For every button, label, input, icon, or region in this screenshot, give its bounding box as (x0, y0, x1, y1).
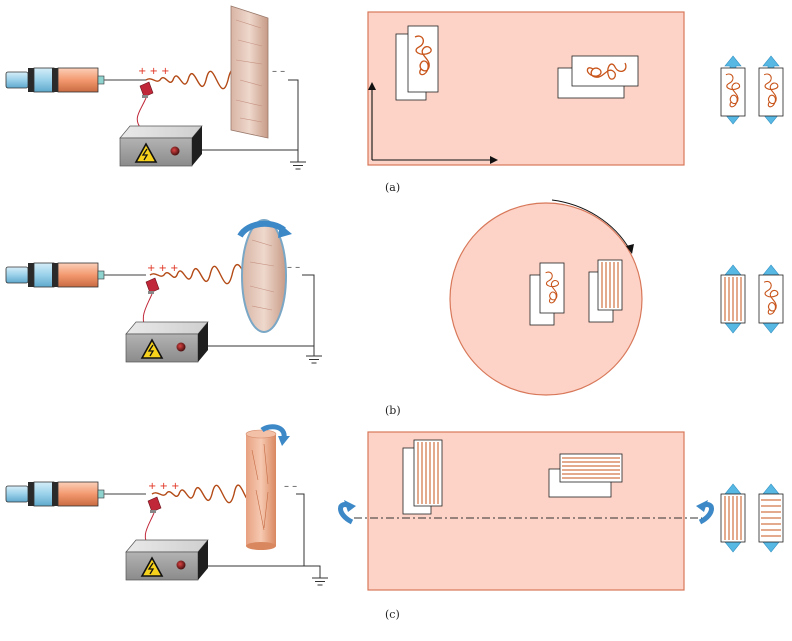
panel-c: + + + – – (c) (5, 424, 784, 621)
rotation-arrow-icon (260, 424, 287, 439)
syringe-icon (5, 67, 147, 93)
panel-a: + + + – – (a) (5, 5, 784, 194)
power-supply-icon (119, 125, 203, 167)
caption-b: (b) (385, 404, 401, 417)
negative-charge-label: – – (287, 262, 300, 273)
negative-charge-label: – – (272, 66, 285, 77)
ground-icon (305, 355, 323, 364)
positive-charge-label: + + + (138, 66, 170, 77)
flat-plate-collector (230, 5, 269, 139)
fiber-jet (151, 484, 255, 504)
syringe-icon (5, 262, 147, 288)
caption-a: (a) (385, 181, 400, 194)
negative-charge-label: – – (284, 481, 297, 492)
clip-icon (139, 81, 154, 99)
rotating-disk-collector (241, 219, 287, 333)
clip-icon (145, 277, 160, 295)
ground-icon (289, 161, 307, 170)
caption-c: (c) (385, 608, 400, 621)
clip-icon (147, 496, 162, 514)
positive-charge-label: + + + (148, 481, 180, 492)
power-supply-icon (125, 321, 209, 363)
power-supply-icon (125, 539, 209, 581)
panel-b: + + + – – (b) (5, 199, 784, 417)
positive-charge-label: + + + (147, 263, 179, 274)
rotating-drum-collector (246, 434, 276, 546)
ground-icon (311, 577, 329, 586)
syringe-icon (5, 481, 147, 507)
